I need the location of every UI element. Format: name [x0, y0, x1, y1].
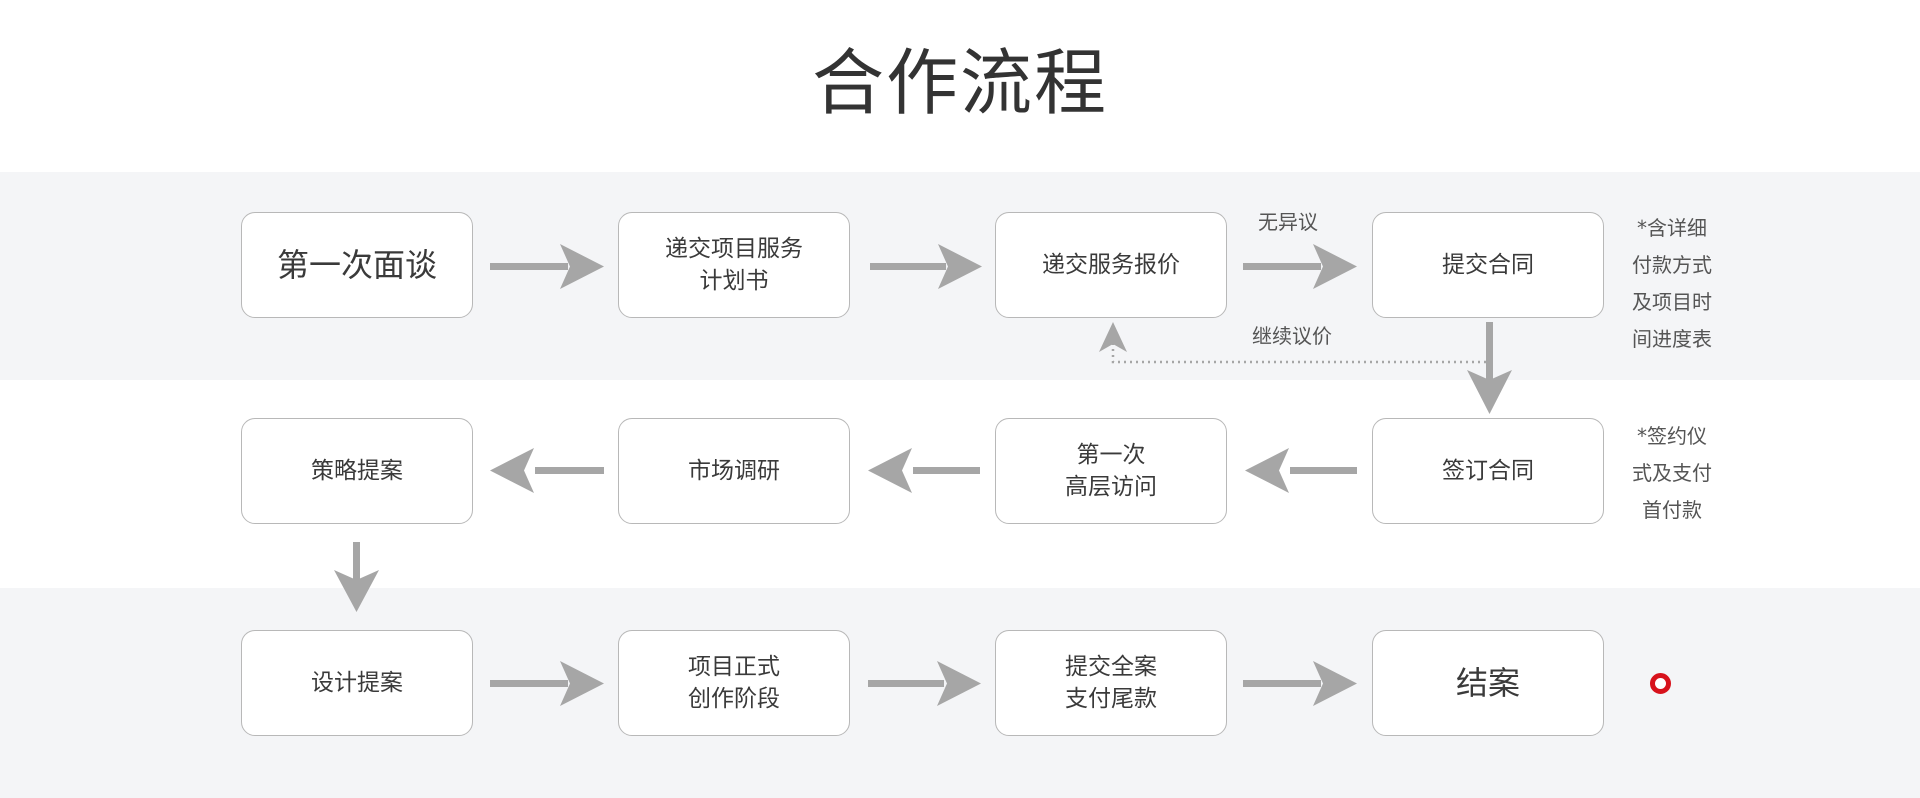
note-signing-ceremony: *签约仪 式及支付 首付款 [1632, 424, 1712, 522]
note-contract-details: *含详细 付款方式 及项目时 间进度表 [1632, 216, 1712, 351]
arrow-right-icon [868, 661, 981, 706]
step-first-executive-visit: 第一次 高层访问 [995, 418, 1227, 524]
step-submit-full-case-label: 提交全案 支付尾款 [1065, 654, 1157, 712]
arrow-right-icon [490, 244, 604, 289]
arrow-left-icon [490, 448, 604, 493]
step-submit-full-case: 提交全案 支付尾款 [995, 630, 1227, 736]
arrow-right-icon [1243, 244, 1357, 289]
arrow-right-icon [1243, 661, 1357, 706]
arrow-down-icon [1467, 322, 1512, 414]
step-market-research-label: 市场调研 [688, 458, 780, 484]
step-sign-contract-label: 签订合同 [1442, 458, 1534, 484]
arrow-down-icon [334, 542, 379, 612]
step-design-proposal: 设计提案 [241, 630, 473, 736]
arrow-left-icon [868, 448, 980, 493]
step-formal-creation: 项目正式 创作阶段 [618, 630, 850, 736]
step-submit-contract: 提交合同 [1372, 212, 1604, 318]
step-submit-service-plan-label: 递交项目服务 计划书 [665, 236, 803, 294]
end-marker-icon [1650, 673, 1671, 694]
label-continue-negotiation: 继续议价 [1252, 324, 1332, 348]
arrow-right-icon [870, 244, 982, 289]
step-strategy-proposal-label: 策略提案 [311, 458, 403, 484]
page-title: 合作流程 [811, 41, 1108, 125]
step-first-interview-label: 第一次面谈 [276, 246, 437, 284]
step-formal-creation-label: 项目正式 创作阶段 [688, 654, 780, 712]
step-design-proposal-label: 设计提案 [311, 670, 403, 696]
step-submit-contract-label: 提交合同 [1442, 252, 1534, 278]
step-submit-service-quote: 递交服务报价 [995, 212, 1227, 318]
step-first-interview: 第一次面谈 [241, 212, 473, 318]
step-submit-service-quote-label: 递交服务报价 [1042, 252, 1180, 278]
step-close-case: 结案 [1372, 630, 1604, 736]
dotted-feedback-arrow-icon [1099, 322, 1486, 364]
label-no-objection: 无异议 [1258, 210, 1318, 234]
step-market-research: 市场调研 [618, 418, 850, 524]
step-sign-contract: 签订合同 [1372, 418, 1604, 524]
step-first-executive-visit-label: 第一次 高层访问 [1065, 442, 1157, 500]
arrow-right-icon [490, 661, 604, 706]
step-submit-service-plan: 递交项目服务 计划书 [618, 212, 850, 318]
step-strategy-proposal: 策略提案 [241, 418, 473, 524]
step-close-case-label: 结案 [1455, 664, 1520, 702]
arrow-left-icon [1245, 448, 1357, 493]
